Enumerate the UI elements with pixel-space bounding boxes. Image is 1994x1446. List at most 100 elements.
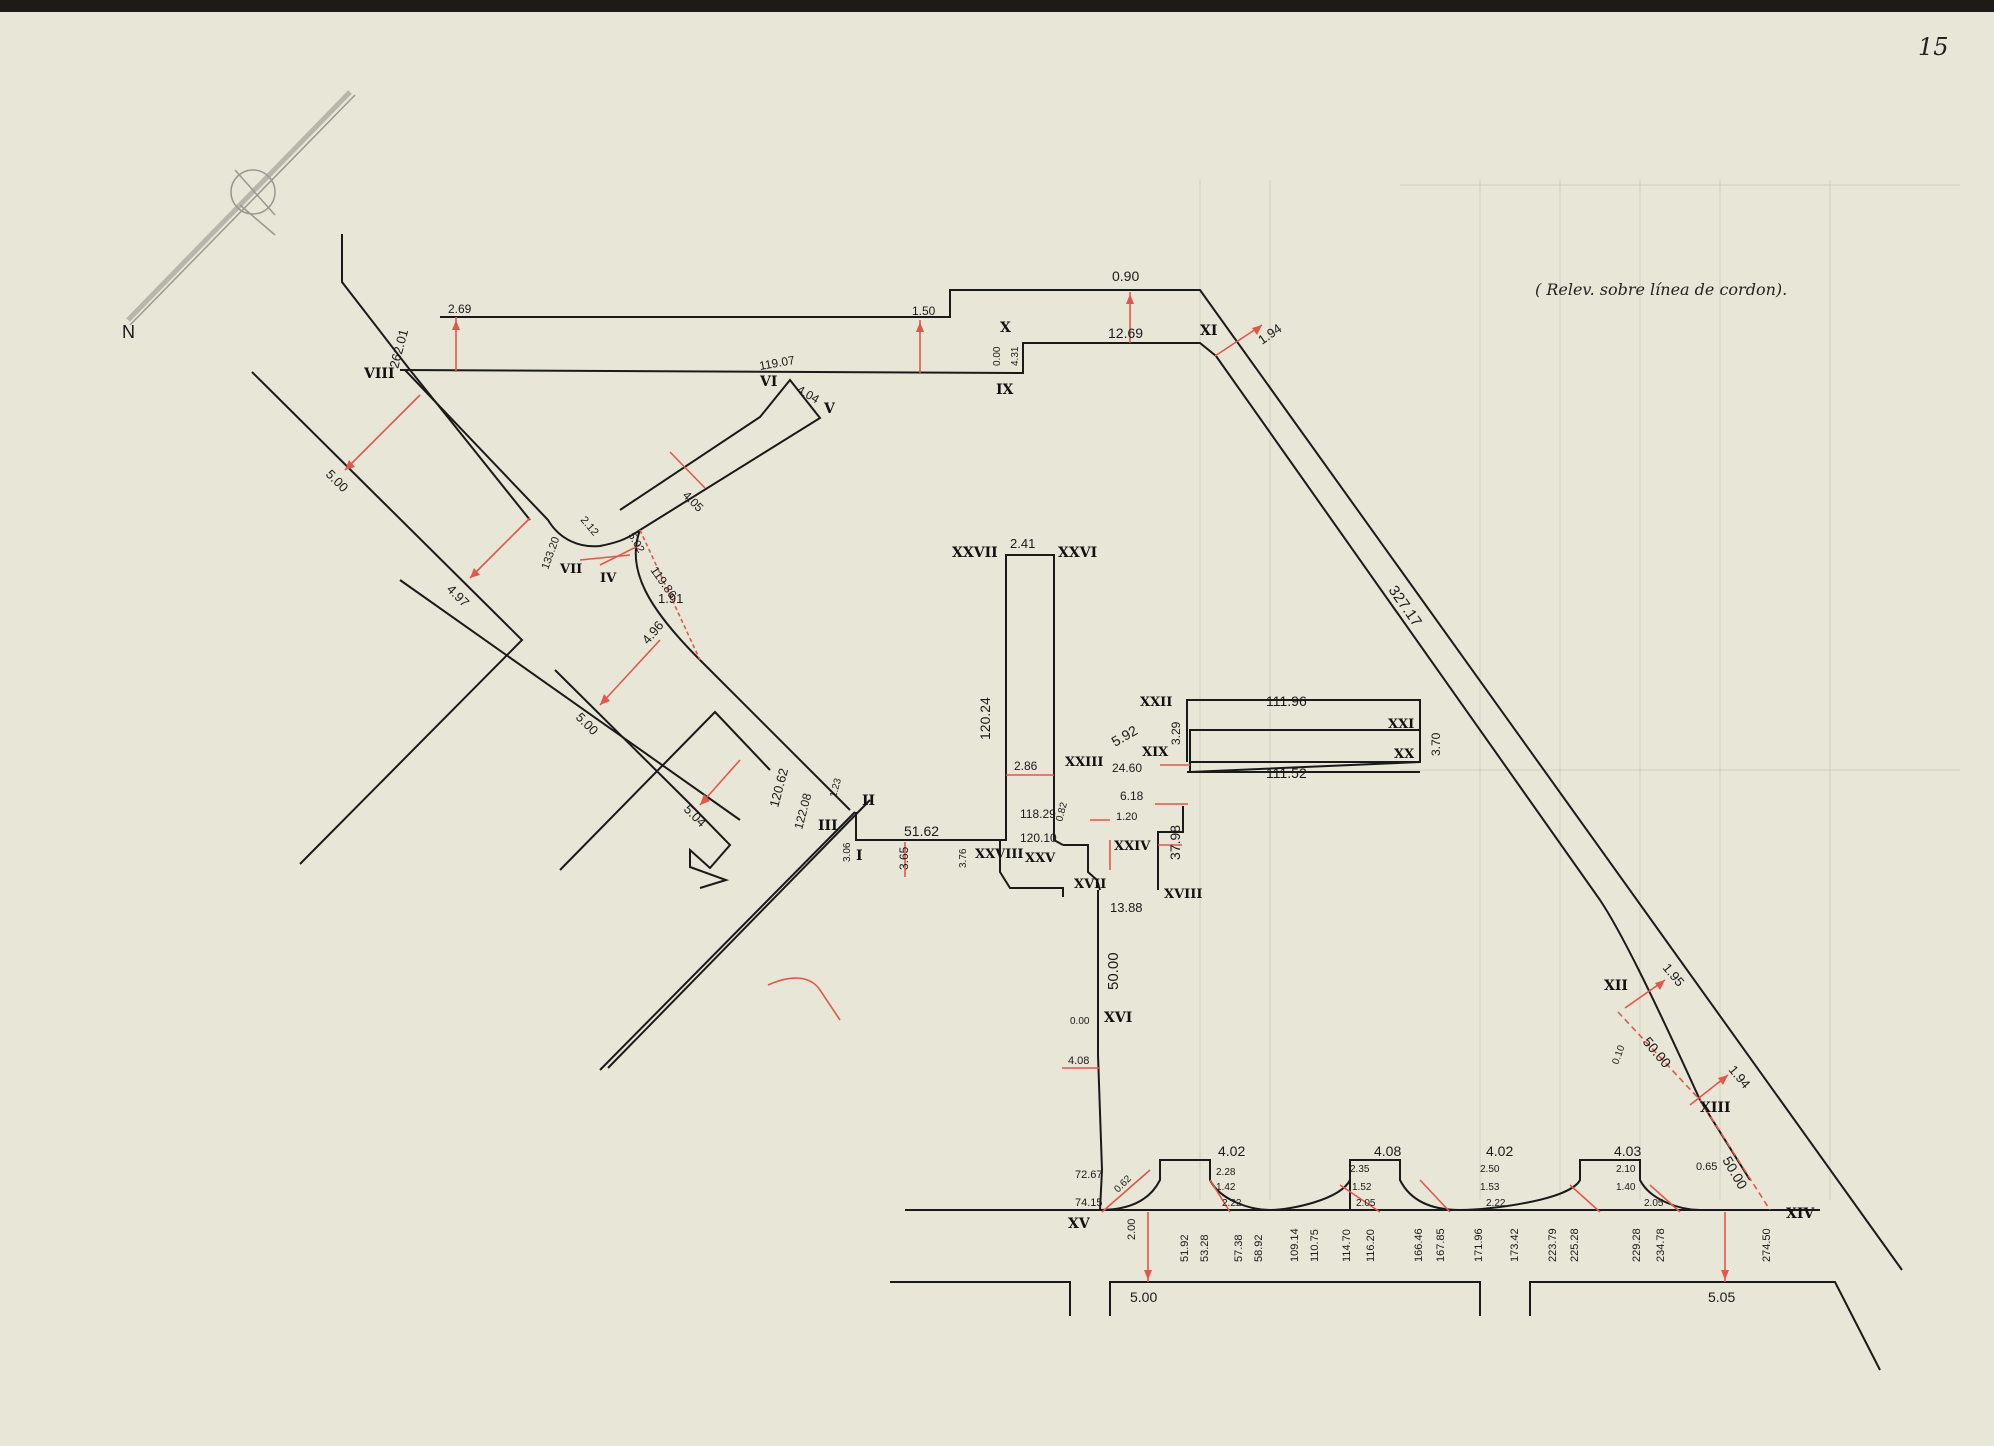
dim-3-76: 3.76 [958,848,969,868]
dim-51-62: 51.62 [904,823,939,839]
dim-51-92: 51.92 [1179,1234,1191,1262]
dim-229-28: 229.28 [1631,1228,1643,1262]
dim-1-42: 1.42 [1216,1182,1236,1193]
dim-3-65: 3.65 [897,846,911,870]
dim-0-62: 0.62 [1112,1173,1134,1195]
vertex-X: X [1000,320,1011,336]
dim-0-82: 0.82 [1054,801,1070,823]
dim-2-00: 2.00 [1126,1219,1138,1240]
dim-1-23: 1.23 [828,777,844,799]
dim-3-06: 3.06 [842,842,853,862]
dim-1-91: 1.91 [658,591,683,606]
dim-4-08-b: 4.08 [1374,1143,1401,1159]
vertex-XXIV: XXIV [1114,839,1151,854]
vertex-XVIII: XVIII [1164,887,1202,902]
dim-0-65: 0.65 [1696,1161,1717,1173]
north-letter: N [122,322,135,342]
north-arrow-icon [126,90,356,326]
dim-50-00-vertical: 50.00 [1105,952,1122,990]
dim-166-46: 166.46 [1413,1228,1425,1262]
dim-2-22-b: 2.22 [1486,1198,1506,1209]
dim-13-88: 13.88 [1110,900,1143,915]
vertex-XIV: XIV [1786,1206,1815,1222]
dim-5-00-left: 5.00 [323,467,352,496]
survey-note: ( Relev. sobre línea de cordon). [1535,280,1787,299]
dim-5-00-mid: 5.00 [573,710,602,739]
dim-37-98: 37.98 [1167,825,1183,860]
dim-1-20: 1.20 [1116,811,1137,823]
vertex-XIX: XIX [1142,745,1169,760]
dim-0-10: 0.10 [1610,1044,1627,1066]
dim-2-05-b: 2.05 [1644,1198,1664,1209]
vertex-XXVI: XXVI [1058,545,1097,561]
vertex-XXV: XXV [1025,851,1056,866]
dim-57-38: 57.38 [1233,1234,1245,1262]
dim-4-08-side: 4.08 [1068,1055,1089,1067]
dim-6-18: 6.18 [1120,789,1144,803]
dim-274-50: 274.50 [1761,1228,1773,1262]
vertex-III: III [818,818,838,834]
dim-5-92: 5.92 [1109,722,1141,750]
dim-2-12: 2.12 [578,514,601,538]
dim-0-00-mid: 0.00 [1070,1016,1090,1027]
dim-2-05-a: 2.05 [1356,1198,1376,1209]
vertex-XVI: XVI [1104,1010,1132,1026]
dim-2-50: 2.50 [1480,1164,1500,1175]
dim-122-08: 122.08 [791,791,814,830]
dim-118-29: 118.29 [1020,807,1056,821]
dim-167-85: 167.85 [1435,1228,1447,1262]
dim-109-14: 109.14 [1289,1228,1301,1262]
lot-outline [251,234,1903,1371]
vertex-XVII: XVII [1074,877,1106,892]
vertex-XXVIII: XXVIII [975,847,1024,862]
vertex-VIII: VIII [363,366,395,382]
dim-0-00-top: 0.00 [992,346,1003,366]
dim-114-70: 114.70 [1341,1229,1353,1262]
vertex-labels: VIII VI V X IX XI VII IV II III I XXVII … [363,320,1815,1232]
dim-3-70: 3.70 [1429,732,1443,756]
dim-234-78: 234.78 [1655,1228,1667,1262]
dim-173-42: 173.42 [1509,1228,1521,1262]
dim-72-67: 72.67 [1075,1169,1103,1181]
dim-4-96: 4.96 [639,618,667,647]
dim-3-29: 3.29 [1169,721,1183,745]
dim-5-04: 5.04 [681,802,710,831]
dim-53-28: 53.28 [1199,1234,1211,1262]
dim-119-07: 119.07 [758,353,796,373]
dim-5-05: 5.05 [1708,1289,1735,1305]
dim-2-22-a: 2.22 [1222,1198,1242,1209]
vertex-XXVII: XXVII [952,545,998,561]
dim-5-00-bottom: 5.00 [1130,1289,1157,1305]
dim-133-20: 133.20 [540,535,563,571]
vertex-XXI: XXI [1388,717,1414,732]
dim-120-24: 120.24 [977,697,993,740]
vertex-XXIII: XXIII [1065,755,1103,770]
vertex-XX: XX [1394,747,1415,762]
dim-2-35: 2.35 [1350,1164,1370,1175]
vertex-XXII: XXII [1140,695,1172,710]
vertex-VII: VII [559,562,582,577]
dim-223-79: 223.79 [1547,1228,1559,1262]
dim-74-15: 74.15 [1075,1197,1103,1209]
dim-262-01: 262.01 [386,327,411,369]
dim-171-96: 171.96 [1473,1228,1485,1262]
scan-edge [0,0,1994,12]
dim-12-69: 12.69 [1108,325,1143,341]
dim-1-52: 1.52 [1352,1182,1372,1193]
vertex-XIII: XIII [1700,1100,1731,1116]
dim-4-02-a: 4.02 [1218,1143,1245,1159]
dim-0-90: 0.90 [1112,268,1139,284]
red-arrowheads [345,294,1729,1280]
vertex-XI: XI [1200,323,1217,339]
vertex-V: V [823,401,836,417]
dim-4-02-b: 4.02 [1486,1143,1513,1159]
vertex-VI: VI [759,374,777,390]
dim-1-53: 1.53 [1480,1182,1500,1193]
dim-120-62: 120.62 [766,766,791,808]
dim-2-86: 2.86 [1014,759,1038,773]
dim-110-75: 110.75 [1309,1229,1321,1262]
dim-111-52: 111.52 [1266,765,1307,781]
vertex-II: II [862,793,875,809]
